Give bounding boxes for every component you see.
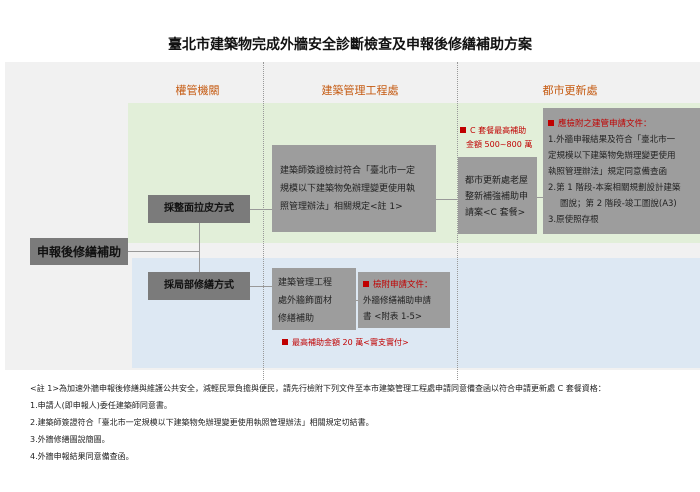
method-partial-repair: 採局部修繕方式 [148,272,250,300]
text-line: 建築師簽證檢討符合「臺北市一定 [280,166,416,176]
required-documents-box: 應檢附之建管申請文件： 1.外牆申報結果及符合「臺北市一 定規模以下建築物免辦理… [543,108,700,234]
c-package-note: C 套餐最高補助 金額 500~800 萬 [460,124,532,152]
diagram-title: 臺北市建築物完成外牆安全診斷檢查及申報後修繕補助方案 [168,37,532,53]
connector [199,223,200,272]
bullet-icon [363,281,369,287]
text-line: 金額 500~800 萬 [466,140,533,149]
bullet-icon [460,127,466,133]
bullet-icon [548,120,554,126]
text-line: 規模以下建築物免辦理變更使用執 [280,184,416,194]
footnote: 4.外牆申報結果同意備查函。 [30,452,134,461]
doc-item: 執照管理辦法」規定同意備查函 [548,167,668,177]
connector [128,251,200,252]
connector [356,300,358,301]
footnotes: <註 1>為加速外牆申報後修繕與維護公共安全，減輕民眾負擔與便民，請先行檢附下列… [30,380,606,465]
footnote: 2.建築師簽證符合「臺北市一定規模以下建築物免辦理變更使用執照管理辦法」相關規定… [30,418,374,427]
doc-item: 3.原使照存根 [548,215,599,225]
doc-item: 定規模以下建築物免辦理變更使用 [548,151,676,161]
connector [537,197,543,198]
doc-item: 圖說；第 2 階段-竣工圖說(A3) [560,199,677,209]
text-line: 修繕補助 [278,314,315,324]
text-line: 照管理辦法」相關規定<註 1> [280,202,403,212]
doc-item: 外牆修繕補助申請 [363,296,432,306]
column-divider [457,62,458,380]
connector [250,286,272,287]
connector [250,209,272,210]
text-line: 最高補助金額 20 萬<實支實付> [292,338,409,347]
column-header-urban-renewal: 都市更新處 [542,84,598,97]
docs-title: 應檢附之建管申請文件： [558,119,652,129]
doc-item: 書 <附表 1-5> [363,312,423,322]
text-line: C 套餐最高補助 [470,126,527,135]
text-line: 請案<C 套餐> [465,208,526,218]
doc-item: 2.第 1 階段-本案相關規劃設計建築 [548,183,681,193]
column-header-authority: 權管機關 [175,84,220,97]
connector [436,199,458,200]
max-subsidy-note: 最高補助金額 20 萬<實支實付> [282,337,409,348]
docs-title: 檢附申請文件： [373,280,433,290]
bullet-icon [282,339,288,345]
column-divider [263,62,264,380]
footnote: 3.外牆修繕圖說簡圖。 [30,435,110,444]
method-full-facade: 採整面拉皮方式 [148,195,250,223]
footnote: 1.申請人(即申報人)委任建築師同意書。 [30,401,172,410]
text-line: 整新補強補助申 [465,192,529,202]
urban-renewal-application-box: 都市更新處老屋 整新補強補助申 請案<C 套餐> [458,157,537,234]
text-line: 都市更新處老屋 [465,176,529,186]
doc-item: 1.外牆申報結果及符合「臺北市一 [548,135,676,145]
column-header-building-office: 建築管理工程處 [321,84,399,97]
partial-documents-box: 檢附申請文件： 外牆修繕補助申請 書 <附表 1-5> [358,272,450,328]
text-line: 處外牆飾面材 [278,296,333,306]
architect-certification-box: 建築師簽證檢討符合「臺北市一定 規模以下建築物免辦理變更使用執 照管理辦法」相關… [272,145,436,232]
footnote: <註 1>為加速外牆申報後修繕與維護公共安全，減輕民眾負擔與便民，請先行檢附下列… [30,384,606,393]
root-node: 申報後修繕補助 [30,238,128,265]
facade-repair-subsidy-box: 建築管理工程 處外牆飾面材 修繕補助 [272,268,356,330]
text-line: 建築管理工程 [278,278,333,288]
